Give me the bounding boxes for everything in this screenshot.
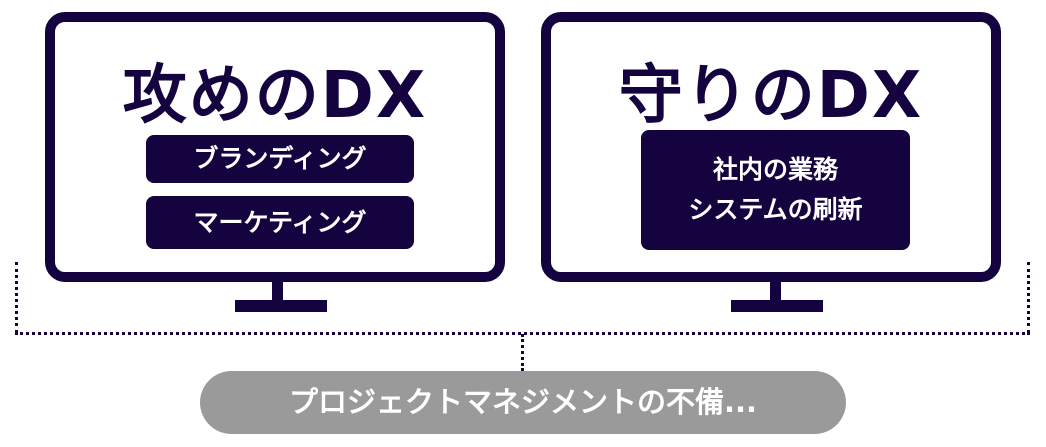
bracket-left [15,262,18,333]
tag-line-2: システムの刷新 [688,195,863,224]
monitor-stand-neck [272,282,283,302]
tag-line-1: 社内の業務 [712,155,838,184]
bracket-bottom [15,332,1030,335]
bracket-connector [521,334,524,371]
defensive-dx-title: 守りのDX [618,59,924,133]
tag-system-renewal: 社内の業務 システムの刷新 [641,130,910,250]
monitor-offensive-dx: 攻めのDX ブランディング マーケティング [45,12,505,282]
tag-branding: ブランディング [146,135,414,183]
project-management-issue-label: プロジェクトマネジメントの不備... [200,371,846,434]
monitor-stand-neck [770,282,781,302]
monitor-stand-base [235,300,327,312]
monitor-defensive-dx: 守りのDX 社内の業務 システムの刷新 [541,12,1001,282]
offensive-dx-title: 攻めのDX [122,59,428,133]
monitor-stand-base [731,300,823,312]
bracket-right [1027,262,1030,333]
tag-marketing: マーケティング [146,196,414,249]
